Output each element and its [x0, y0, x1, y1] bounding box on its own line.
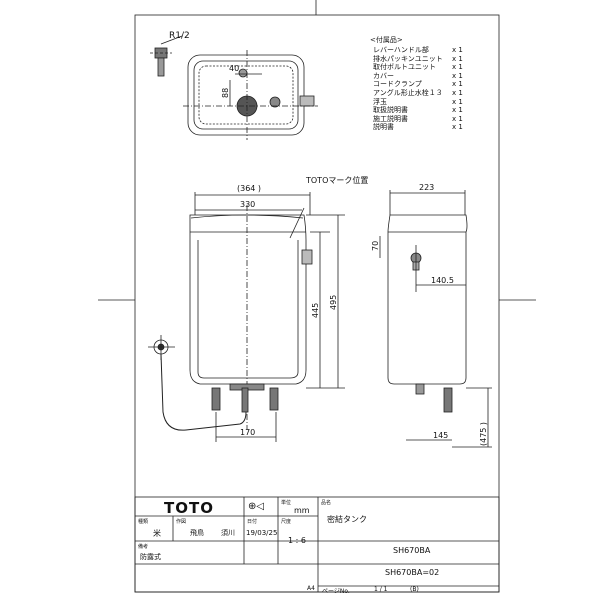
toto-logo: TOTO	[164, 499, 214, 517]
drawing-number: SH670BA=02	[385, 568, 440, 577]
centering-marks	[98, 0, 536, 301]
date-head: 日付	[247, 519, 258, 525]
remark-head: 備考	[138, 544, 149, 550]
name-head: 品名	[321, 500, 332, 506]
accessory-qty: x 1	[452, 71, 463, 80]
thread-label: R1/2	[169, 31, 190, 41]
accessory-name: カバー	[373, 71, 394, 80]
front-view	[189, 192, 345, 442]
dim-front-364: (364 )	[237, 184, 261, 193]
accessory-item: カバー x 1	[373, 72, 473, 81]
accessory-item: レバーハンドル部 x 1	[373, 46, 473, 55]
scale-head: 尺度	[281, 519, 292, 525]
accessory-name: 浮玉	[373, 97, 387, 106]
accessory-qty: x 1	[452, 63, 463, 72]
accessories-title: <付属品>	[370, 36, 403, 44]
accessory-item: 浮玉 x 1	[373, 98, 473, 107]
unit-head: 単位	[281, 500, 292, 506]
dim-side-223: 223	[419, 183, 434, 192]
accessory-item: 排水パッキンユニット x 1	[373, 55, 473, 64]
accessory-qty: x 1	[452, 54, 463, 63]
accessory-item: 取扱説明書 x 1	[373, 106, 473, 115]
accessory-qty: x 1	[452, 80, 463, 89]
accessory-item: コードクランプ x 1	[373, 80, 473, 89]
product-name: 密結タンク	[327, 515, 367, 524]
accessory-name: コードクランプ	[373, 80, 422, 89]
kind-value: 米	[153, 529, 161, 538]
fitting-detail	[150, 35, 183, 77]
toto-mark-label: TOTOマーク位置	[305, 175, 368, 185]
accessory-qty: x 1	[452, 123, 463, 132]
author-2: 須川	[221, 529, 235, 537]
accessory-item: 取付ボルトユニット x 1	[373, 63, 473, 72]
accessory-qty: x 1	[452, 97, 463, 106]
top-view	[183, 50, 318, 140]
dim-side-145: 145	[433, 431, 448, 440]
revision: (B)	[410, 586, 419, 593]
accessory-qty: x 1	[452, 114, 463, 123]
accessory-name: 取付ボルトユニット	[373, 63, 436, 72]
accessory-qty: x 1	[452, 88, 463, 97]
sheet-size: A4	[307, 585, 315, 592]
accessory-qty: x 1	[452, 46, 463, 54]
author-head: 作図	[176, 519, 187, 525]
dim-front-495: 495	[329, 295, 338, 310]
dim-front-170: 170	[240, 428, 255, 437]
accessory-name: 説明書	[373, 123, 394, 132]
accessory-qty: x 1	[452, 106, 463, 115]
dim-top-40: 40	[229, 64, 239, 73]
page-value: 1 / 1	[374, 586, 388, 593]
accessory-name: 取扱説明書	[373, 106, 408, 115]
projection-symbol-icon: ⊕◁	[248, 501, 265, 512]
accessory-name: アングル形止水栓１３	[373, 88, 443, 97]
date-value: 19/03/25	[246, 529, 278, 537]
accessory-item: 施工説明書 x 1	[373, 115, 473, 124]
dim-top-88: 88	[221, 88, 230, 98]
accessory-item: 説明書 x 1	[373, 123, 473, 132]
accessories-list: レバーハンドル部 x 1 排水パッキンユニット x 1 取付ボルトユニット x 1 カバー x…	[373, 46, 473, 132]
remark-value: 防露式	[140, 553, 161, 561]
title-block	[134, 496, 500, 593]
page-label: ページNo.	[322, 588, 350, 595]
dim-side-140-5: 140.5	[431, 276, 454, 285]
model-number: SH670BA	[393, 546, 431, 555]
kind-head: 種類	[138, 519, 149, 525]
dim-side-475: (475 )	[479, 422, 488, 446]
accessory-name: 施工説明書	[373, 114, 408, 123]
accessory-name: レバーハンドル部	[373, 46, 429, 54]
dim-front-330: 330	[240, 200, 255, 209]
dim-front-445: 445	[311, 303, 320, 318]
dim-side-70: 70	[371, 241, 380, 251]
author-1: 飛鳥	[190, 529, 204, 537]
scale-value: 1 : 6	[288, 536, 306, 545]
unit-value: mm	[294, 506, 310, 515]
supply-valve	[148, 335, 247, 431]
accessory-name: 排水パッキンユニット	[373, 54, 443, 63]
accessory-item: アングル形止水栓１３ x 1	[373, 89, 473, 98]
side-view	[379, 190, 492, 448]
